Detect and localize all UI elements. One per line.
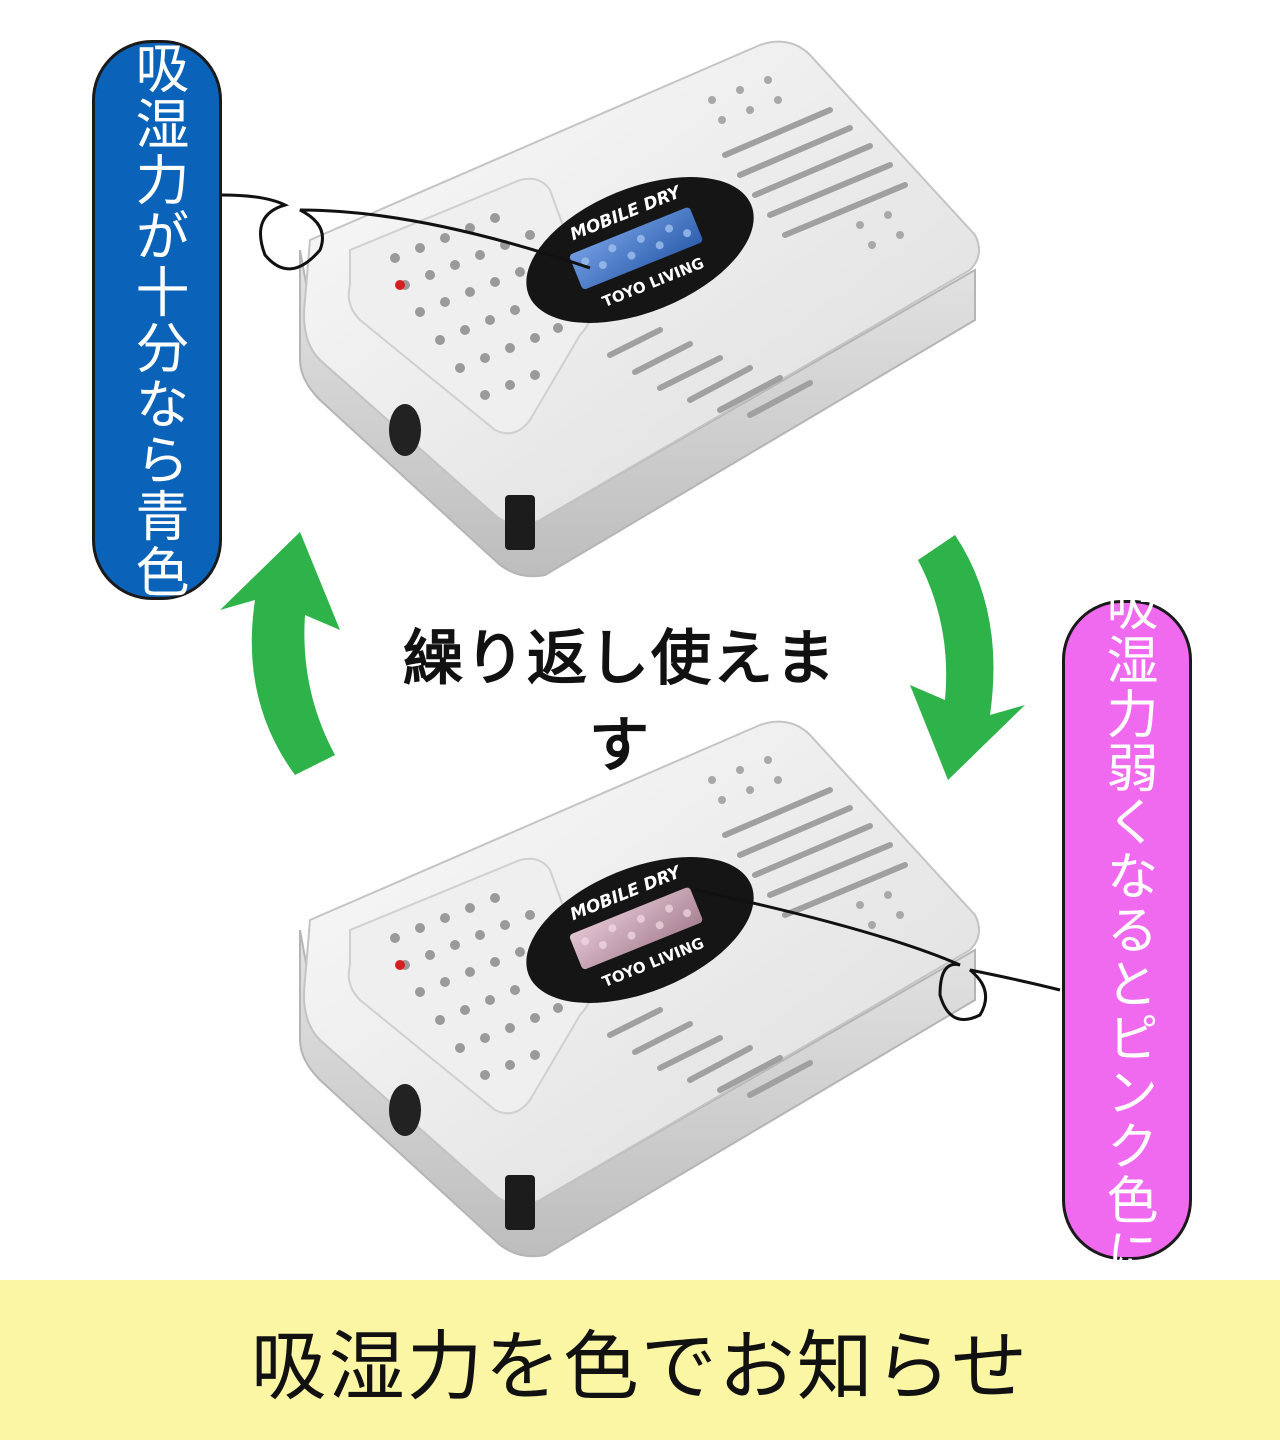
pink-status-bubble: 吸湿力弱くなるとピンク色に [1062, 579, 1192, 1281]
blue-status-text: 吸湿力が十分なら青色 [126, 40, 189, 600]
cycle-arrow-down-icon [910, 535, 1025, 780]
power-jack [389, 1084, 421, 1136]
illustration: MOBILE DRY TOYO LIVING [220, 40, 1061, 1258]
device-bottom: MOBILE DRY TOYO LIVING [299, 720, 980, 1258]
leader-line-top [221, 193, 591, 271]
usb-port [505, 1175, 535, 1230]
usb-port [505, 495, 535, 550]
leader-line-bottom [694, 888, 1061, 1021]
reusable-caption: 繰り返し使えます [403, 624, 837, 781]
led-indicator [395, 280, 405, 290]
power-jack [389, 404, 421, 456]
device-top: MOBILE DRY TOYO LIVING [299, 40, 980, 578]
bottom-banner: 吸湿力を色でお知らせ [0, 1280, 1280, 1440]
blue-status-bubble: 吸湿力が十分なら青色 [92, 40, 222, 600]
bottom-banner-text: 吸湿力を色でお知らせ [250, 1322, 1030, 1411]
led-indicator [395, 960, 405, 970]
pink-status-text: 吸湿力弱くなるとピンク色に [1097, 579, 1157, 1281]
cycle-arrow-up-icon [220, 532, 340, 775]
